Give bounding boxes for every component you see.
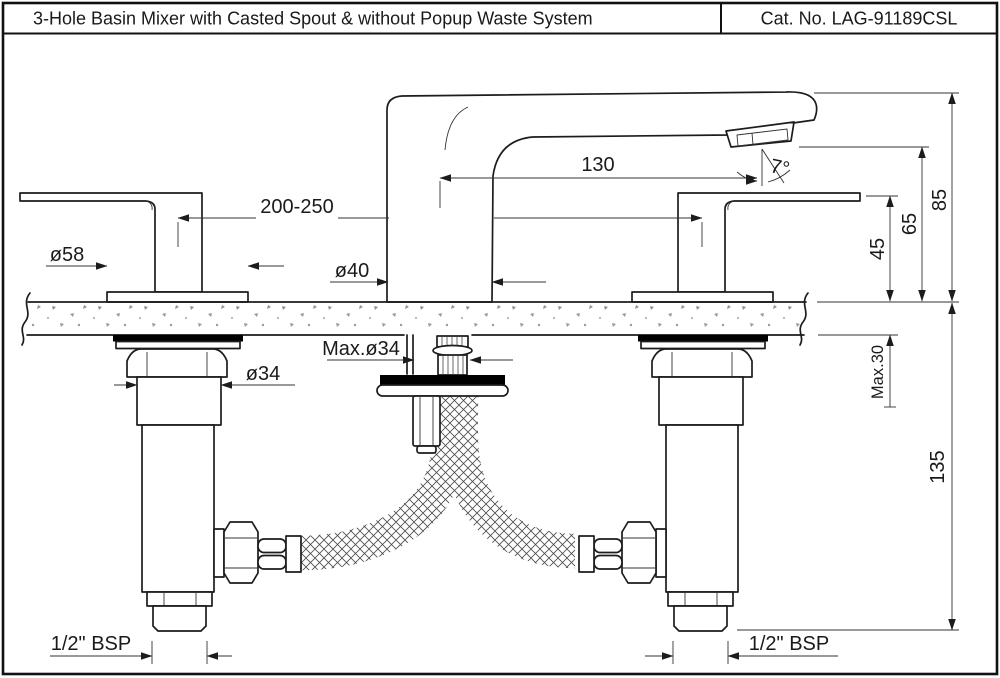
dim-valve-body-dia: ø34 [114, 363, 295, 389]
dim-label-130: 130 [581, 154, 614, 176]
dim-label-85: 85 [929, 189, 951, 211]
dim-spout-height: 85 [814, 92, 959, 302]
dim-label-65: 65 [899, 213, 921, 235]
spout-outline [386, 91, 818, 303]
counter-break-right [799, 292, 809, 346]
center-shank-assembly [376, 334, 509, 454]
left-inlet-hex [146, 591, 213, 607]
dim-handle-base-dia: ø58 [46, 244, 284, 270]
dim-outlet-height: 65 [799, 146, 929, 302]
left-hose-connector [213, 521, 302, 584]
right-mounting-nut [651, 348, 753, 378]
dim-label-bsp-right: 1/2" BSP [749, 633, 829, 655]
left-valve-upper-body [136, 376, 222, 426]
dim-label-200-250: 200-250 [260, 196, 333, 218]
right-valve-body [665, 424, 739, 593]
dim-handle-height: 45 [866, 195, 898, 302]
dim-label-bsp-left: 1/2" BSP [51, 633, 131, 655]
dimensions: 130 7° 200-250 ø58 ø4 [46, 92, 959, 664]
dim-handle-centers: 200-250 [177, 196, 703, 247]
threaded-shank [432, 335, 473, 376]
dim-deck-thickness: Max.30 [818, 334, 898, 408]
right-hose-connector [578, 521, 667, 584]
left-handle-escutcheon [106, 291, 249, 303]
right-valve [578, 335, 768, 632]
dim-aerator-angle: 7° [736, 148, 791, 186]
dim-label-o58: ø58 [50, 244, 84, 266]
right-gasket [638, 335, 768, 342]
center-stud-nut [412, 395, 441, 454]
right-washer [640, 340, 766, 350]
countertop [21, 292, 809, 346]
right-valve-upper-body [658, 376, 744, 426]
dim-left-inlet-thread: 1/2" BSP [50, 633, 232, 664]
right-handle [631, 192, 861, 303]
spout [386, 91, 818, 303]
dim-label-7deg: 7° [768, 155, 791, 180]
left-valve-body [141, 424, 215, 593]
right-hose [443, 390, 576, 569]
right-handle-escutcheon [631, 291, 774, 303]
counter-break-left [21, 292, 31, 346]
dim-max-hole-dia: Max.ø34 [322, 338, 513, 364]
dim-right-inlet-thread: 1/2" BSP [645, 633, 838, 664]
dim-label-o34: ø34 [246, 363, 280, 385]
left-washer [115, 340, 241, 350]
left-mounting-nut [126, 348, 228, 378]
center-gasket [380, 375, 505, 385]
dim-spout-base-dia: ø40 [330, 260, 546, 286]
right-inlet-thread [673, 605, 728, 632]
catalog-number: Cat. No. LAG-91189CSL [761, 9, 958, 29]
mounting-stud [406, 334, 414, 375]
left-hose [300, 390, 471, 571]
aerator [725, 121, 795, 148]
spout-cast-edge [444, 106, 469, 151]
left-valve [113, 335, 302, 632]
dim-label-max-o34: Max.ø34 [322, 338, 400, 360]
center-washer-plate [376, 384, 509, 397]
right-inlet-hex [667, 591, 734, 607]
dim-label-45: 45 [867, 238, 889, 260]
dim-label-135: 135 [927, 450, 949, 483]
flexible-hoses [300, 390, 576, 571]
dim-spout-reach: 130 [439, 154, 758, 208]
left-gasket [113, 335, 243, 342]
dim-label-o40: ø40 [335, 260, 369, 282]
dim-under-deck-length: 135 [737, 302, 959, 631]
left-inlet-thread [152, 605, 207, 632]
drawing-title: 3-Hole Basin Mixer with Casted Spout & w… [33, 9, 593, 29]
dim-label-max30: Max.30 [869, 345, 887, 399]
counter-slab-texture [28, 303, 804, 334]
